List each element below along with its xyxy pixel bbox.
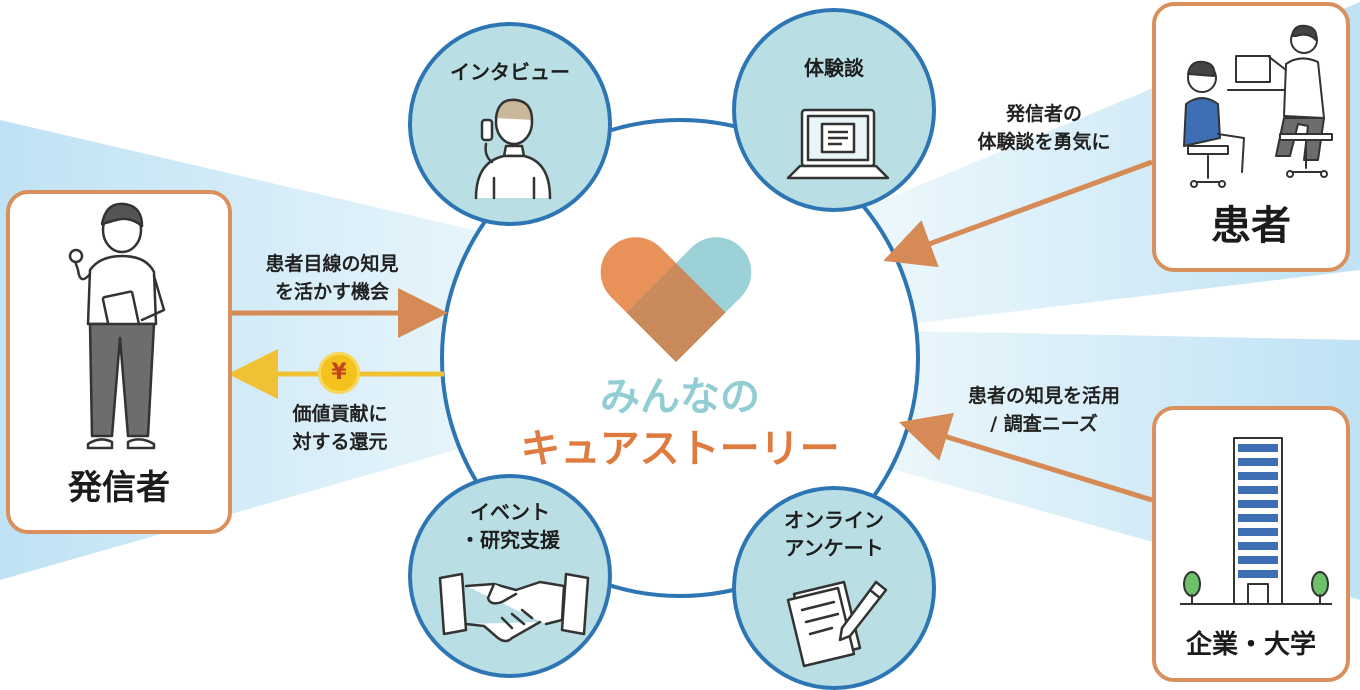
actor-company-card: 企業・大学 — [1152, 406, 1350, 682]
flow-patient-label: 発信者の 体験談を勇気に — [944, 100, 1144, 156]
feature-event-label-2: ・研究支援 — [460, 528, 560, 552]
actor-sender-card: 発信者 — [6, 190, 232, 534]
actor-company-name: 企業・大学 — [1185, 630, 1316, 660]
flow-label-line: 対する還元 — [292, 431, 388, 453]
feature-interview: インタビュー — [408, 22, 612, 226]
flow-label-line: を活かす機会 — [274, 281, 389, 303]
heart-logo-icon — [600, 237, 752, 362]
flow-label-line: 患者目線の知見 — [265, 253, 399, 275]
feature-event-research: イベント ・研究支援 — [408, 474, 612, 678]
flow-label-line: 発信者の — [1005, 103, 1082, 125]
feature-experience-label: 体験談 — [804, 56, 864, 80]
flow-label-line: 価値貢献に — [292, 403, 388, 425]
yen-coin-icon: ¥ — [318, 352, 360, 394]
feature-event-label-1: イベント — [470, 500, 550, 524]
feature-survey-label-2: アンケート — [784, 536, 884, 560]
logo-text-curestory: キュアストーリー — [520, 426, 840, 472]
feature-experience: 体験談 — [732, 8, 936, 212]
feature-online-survey: オンライン アンケート — [732, 486, 936, 690]
logo-text-minnano: みんなの — [600, 374, 760, 420]
person-with-tablet-icon — [68, 202, 166, 450]
flow-company-label: 患者の知見を活用 / 調査ニーズ — [934, 382, 1154, 438]
office-building-icon — [1180, 437, 1332, 605]
actor-patient-name: 患者 — [1211, 203, 1291, 249]
person-on-phone-icon — [474, 98, 552, 200]
flow-label-line: 患者の知見を活用 — [967, 385, 1120, 407]
flow-platform-to-sender-label: 価値貢献に 対する還元 — [240, 400, 440, 456]
flow-label-line: / 調査ニーズ — [990, 413, 1098, 435]
actor-sender-name: 発信者 — [68, 468, 170, 508]
flow-sender-to-platform-label: 患者目線の知見 を活かす機会 — [232, 250, 432, 306]
questionnaire-icon — [786, 580, 888, 668]
feature-interview-label: インタビュー — [450, 60, 570, 84]
feature-survey-label-1: オンライン — [784, 508, 884, 532]
actor-patient-card: 患者 — [1152, 2, 1350, 272]
yen-symbol: ¥ — [331, 360, 347, 385]
handshake-icon — [438, 572, 590, 643]
flow-label-line: 体験談を勇気に — [977, 131, 1111, 153]
laptop-icon — [786, 108, 890, 180]
patient-and-doctor-icon — [1183, 24, 1333, 188]
